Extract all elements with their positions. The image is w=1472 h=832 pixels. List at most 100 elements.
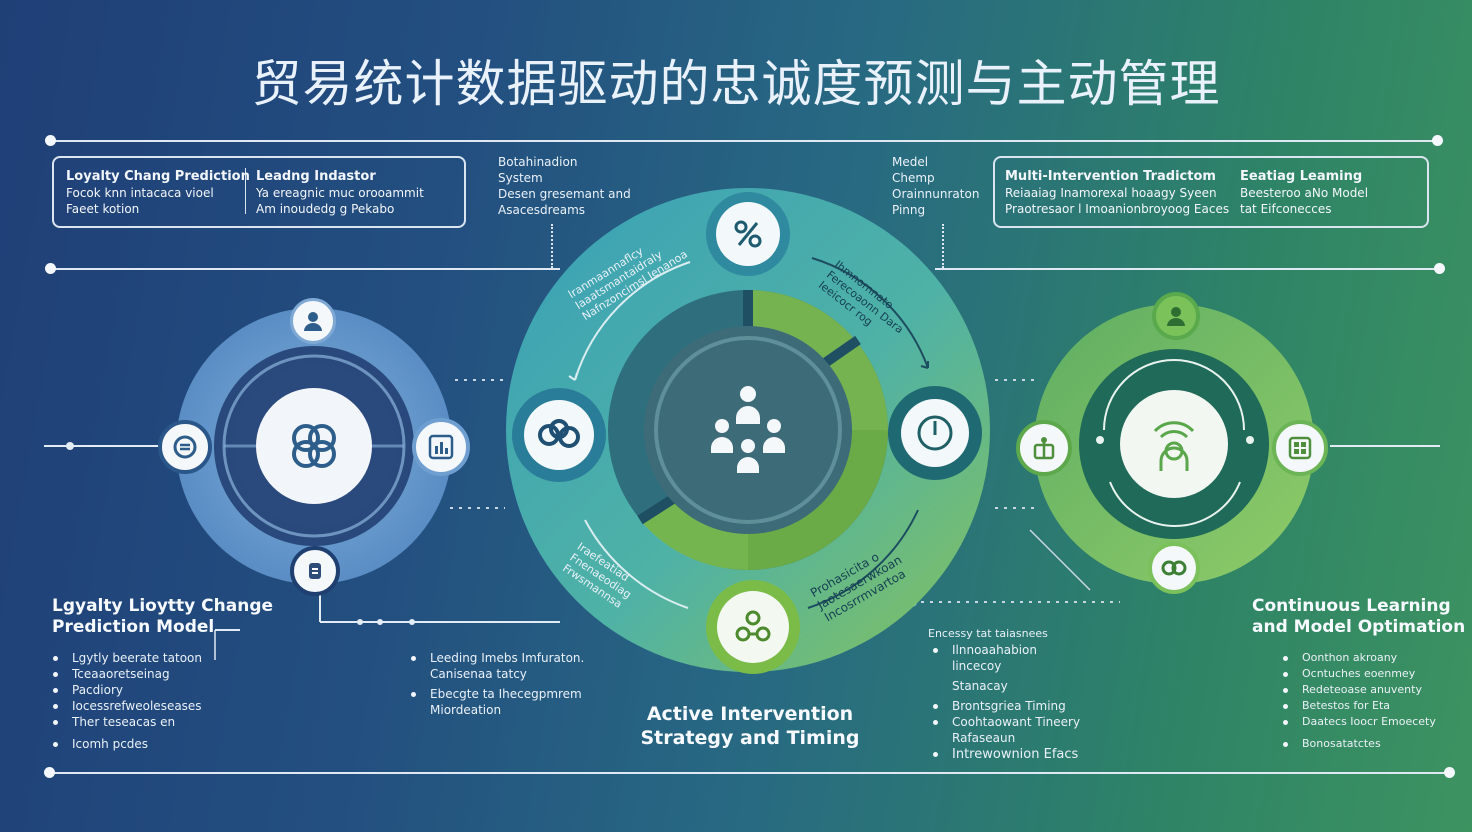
center-left-item2-line1: Ebecgte ta Ihecegpmrem bbox=[430, 687, 582, 701]
center-left-item1-line2: Canisenaa tatcy bbox=[430, 667, 527, 681]
left-section-list: Lgytly beerate tatoon Tceaaoretseinag Pa… bbox=[52, 650, 202, 752]
user-icon bbox=[1152, 292, 1200, 340]
center-section-heading-line1: Active Intervention bbox=[646, 703, 854, 725]
top-center-right-line4: Pinng bbox=[892, 203, 926, 217]
gift-icon bbox=[1016, 420, 1072, 476]
list-item: Betestos for Eta bbox=[1282, 698, 1436, 714]
link-icon bbox=[1148, 542, 1200, 594]
center-right-list-header: Encessy tat taiasnees bbox=[928, 627, 1048, 640]
list-item: Ocntuches eoenmey bbox=[1282, 666, 1436, 682]
list-item: Iocessrefweoleseases bbox=[52, 698, 202, 714]
right-section-heading: Continuous Learning and Model Optimation bbox=[1252, 596, 1465, 638]
top-right-box-col1: Multi-Intervention Tradictom Reiaaiag In… bbox=[1005, 168, 1229, 217]
center-right-item1-line2: lincecoy bbox=[952, 659, 1002, 673]
top-right-box-col2-line3: tat Eifconecces bbox=[1240, 202, 1332, 216]
top-center-left-line2: System bbox=[498, 171, 543, 185]
center-left-item2-line2: Miordeation bbox=[430, 703, 502, 717]
center-right-item4-line1: Intrewownion Efacs bbox=[952, 747, 1079, 762]
middle-rule-right bbox=[935, 268, 1440, 270]
list-item: Intrewownion Efacs bbox=[932, 746, 1080, 763]
top-center-right-text: Medel Chemp Orainnunraton Pinng bbox=[892, 154, 979, 218]
list-item: Icomh pcdes bbox=[52, 736, 202, 752]
top-center-right-connector bbox=[942, 224, 944, 268]
center-left-list: Leeding Imebs Imfuraton. Canisenaa tatcy… bbox=[410, 650, 584, 718]
left-section-heading: Lgyalty Lioytty Change Prediction Model bbox=[52, 596, 273, 638]
page-title: 贸易统计数据驱动的忠诚度预测与主动管理 bbox=[251, 55, 1221, 113]
center-right-item2-line1: Brontsgriea Timing bbox=[952, 699, 1066, 713]
top-left-box-col2-line2: Ya ereagnic muc orooammit bbox=[256, 186, 424, 200]
list-item: Ther teseacas en bbox=[52, 714, 202, 730]
head-signal-icon bbox=[1138, 408, 1210, 480]
list-item: Pacdiory bbox=[52, 682, 202, 698]
grid-icon bbox=[1272, 420, 1328, 476]
center-section-heading-line2: Strategy and Timing bbox=[640, 727, 860, 749]
right-section-heading-line1: Continuous Learning bbox=[1252, 596, 1451, 616]
list-item: Brontsgriea Timing bbox=[932, 698, 1080, 714]
list-item: Bonosatatctes bbox=[1282, 736, 1436, 752]
center-left-item1-line1: Leeding Imebs Imfuraton. bbox=[430, 651, 585, 665]
center-right-item3-line1: Coohtaowant Tineery bbox=[952, 715, 1081, 729]
top-left-box-col2: Leadng Indastor Ya ereagnic muc orooammi… bbox=[256, 168, 424, 217]
top-left-box-col2-title: Leadng Indastor bbox=[256, 169, 376, 184]
list-item: Redeteoase anuventy bbox=[1282, 682, 1436, 698]
list-item: Ilnnoaahabion lincecoy Stanacay bbox=[932, 642, 1080, 694]
bottom-rule-dot-right bbox=[1444, 767, 1455, 778]
bottom-rule bbox=[50, 772, 1450, 774]
percent-icon bbox=[706, 192, 790, 276]
people-group-icon bbox=[690, 372, 806, 488]
top-left-box-col2-line3: Am inoudedg g Pekabo bbox=[256, 202, 395, 216]
top-center-right-line3: Orainnunraton bbox=[892, 187, 980, 201]
left-section-heading-line2: Prediction Model bbox=[52, 617, 215, 637]
right-section-heading-line2: and Model Optimation bbox=[1252, 617, 1466, 637]
center-right-item1-line3: Stanacay bbox=[952, 679, 1008, 693]
top-right-box-col1-line2: Reiaaiag Inamorexal hoaagy Syeen bbox=[1005, 186, 1217, 200]
top-left-box-col1-line2: Focok knn intacaca vioel bbox=[66, 186, 214, 200]
list-item: Coohtaowant Tineery Rafaseaun bbox=[932, 714, 1080, 746]
top-right-box bbox=[993, 156, 1429, 228]
center-right-list: Ilnnoaahabion lincecoy Stanacay Brontsgr… bbox=[932, 642, 1080, 763]
knot-icon bbox=[276, 408, 352, 484]
list-item: Lgytly beerate tatoon bbox=[52, 650, 202, 666]
top-rule bbox=[50, 140, 1438, 142]
link-icon bbox=[706, 580, 800, 674]
top-rule-dot-left bbox=[45, 135, 56, 146]
top-left-box-divider bbox=[245, 168, 246, 214]
center-cycle bbox=[506, 188, 990, 672]
middle-rule-dot-left bbox=[45, 263, 56, 274]
top-center-left-text: Botahinadion System Desen gresemant and … bbox=[498, 154, 631, 218]
top-left-box-col1: Loyalty Chang Prediction Focok knn intac… bbox=[66, 168, 250, 217]
center-section-heading: Active Intervention Strategy and Timing bbox=[600, 702, 900, 750]
center-right-item3-line2: Rafaseaun bbox=[952, 731, 1016, 745]
document-icon bbox=[290, 546, 340, 596]
center-right-item1-line1: Ilnnoaahabion bbox=[952, 643, 1037, 657]
dollar-cycle-icon bbox=[158, 420, 212, 474]
top-right-box-col1-line3: Praotresaor l Imoanionbroyoog Eaces bbox=[1005, 202, 1230, 216]
chart-icon bbox=[412, 418, 470, 476]
top-center-left-connector bbox=[551, 224, 553, 268]
list-item: Leeding Imebs Imfuraton. Canisenaa tatcy bbox=[410, 650, 584, 682]
top-rule-dot-right bbox=[1432, 135, 1443, 146]
top-center-left-line1: Botahinadion bbox=[498, 155, 578, 169]
list-item: Tceaaoretseinag bbox=[52, 666, 202, 682]
bottom-rule-dot-left bbox=[44, 767, 55, 778]
left-section-heading-line1: Lgyalty Lioytty Change bbox=[52, 596, 274, 616]
middle-rule-dot-right bbox=[1434, 263, 1445, 274]
list-item: Oonthon akroany bbox=[1282, 650, 1436, 666]
timer-icon bbox=[888, 386, 982, 480]
middle-rule-left bbox=[50, 268, 560, 270]
top-right-box-col2-line2: Beesteroo aNo Model bbox=[1240, 186, 1369, 200]
list-item: Daatecs Ioocr Emoecety bbox=[1282, 714, 1436, 730]
top-right-box-col1-title: Multi-Intervention Tradictom bbox=[1005, 169, 1216, 184]
top-left-box-col1-line3: Faeet kotion bbox=[66, 202, 140, 216]
top-center-left-line3: Desen gresemant and bbox=[498, 187, 631, 201]
top-center-left-line4: Asacesdreams bbox=[498, 203, 586, 217]
top-right-box-col2: Eeatiag Leaming Beesteroo aNo Model tat … bbox=[1240, 168, 1368, 217]
list-item: Ebecgte ta Ihecegpmrem Miordeation bbox=[410, 686, 584, 718]
top-center-right-line1: Medel bbox=[892, 155, 929, 169]
top-left-box bbox=[52, 156, 466, 228]
top-center-right-line2: Chemp bbox=[892, 171, 935, 185]
top-right-box-col2-title: Eeatiag Leaming bbox=[1240, 169, 1363, 184]
user-icon bbox=[290, 298, 336, 344]
right-section-list: Oonthon akroany Ocntuches eoenmey Redete… bbox=[1282, 650, 1436, 752]
